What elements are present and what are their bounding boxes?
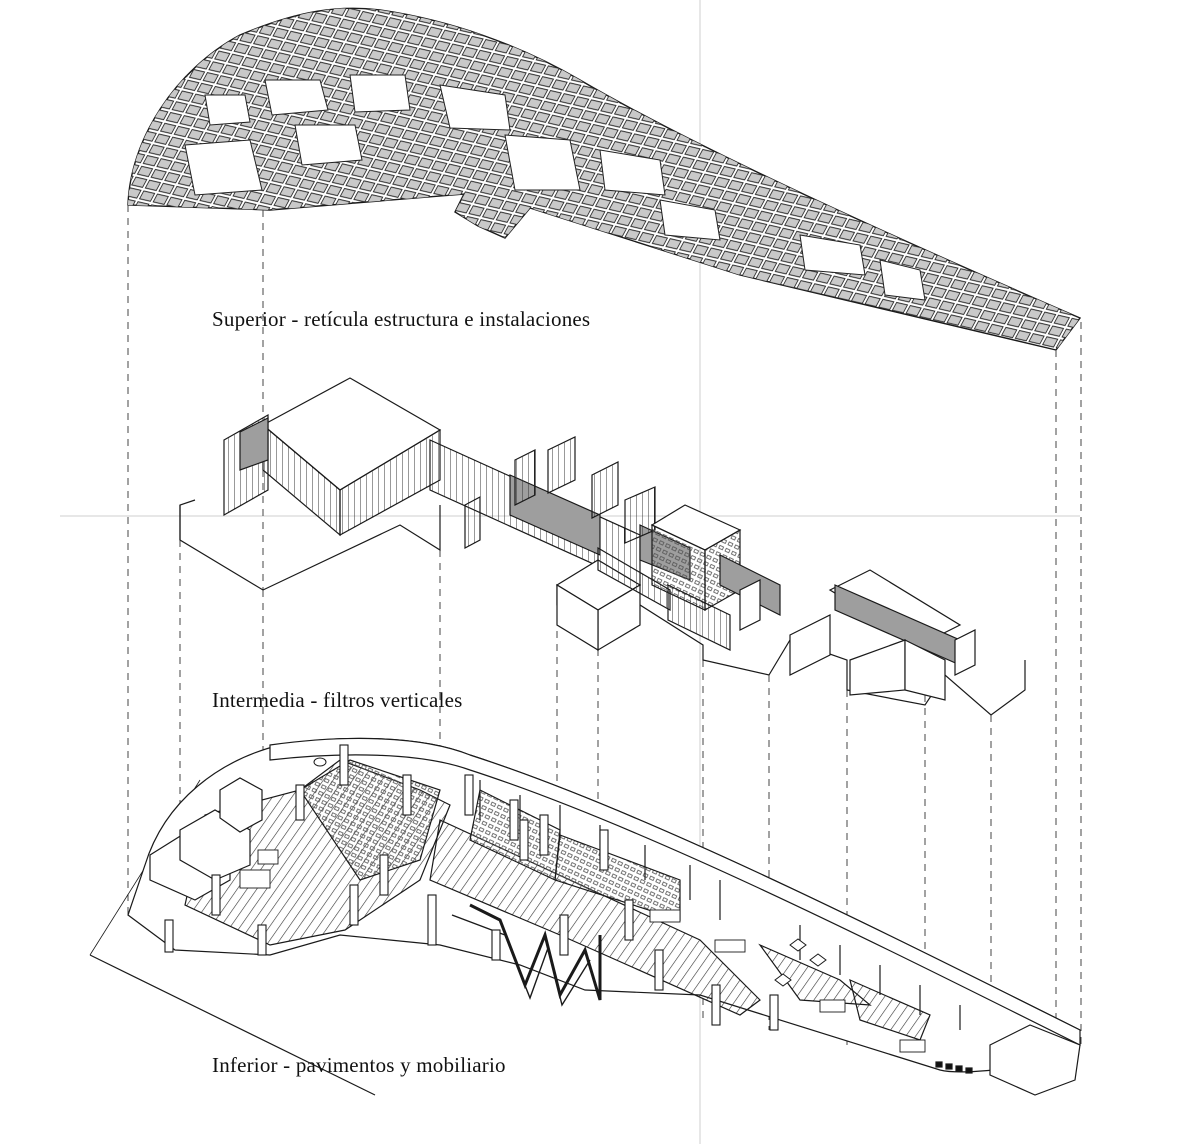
- superior-layer-grid: [127, 7, 1082, 351]
- intermedia-layer-filters: [179, 377, 1026, 716]
- intermedia-layer-label: Intermedia - filtros verticales: [212, 688, 463, 712]
- superior-layer-label: Superior - retícula estructura e instala…: [212, 307, 591, 331]
- inferior-layer-label: Inferior - pavimentos y mobiliario: [212, 1053, 506, 1077]
- inferior-layer-floors: [89, 737, 1081, 1096]
